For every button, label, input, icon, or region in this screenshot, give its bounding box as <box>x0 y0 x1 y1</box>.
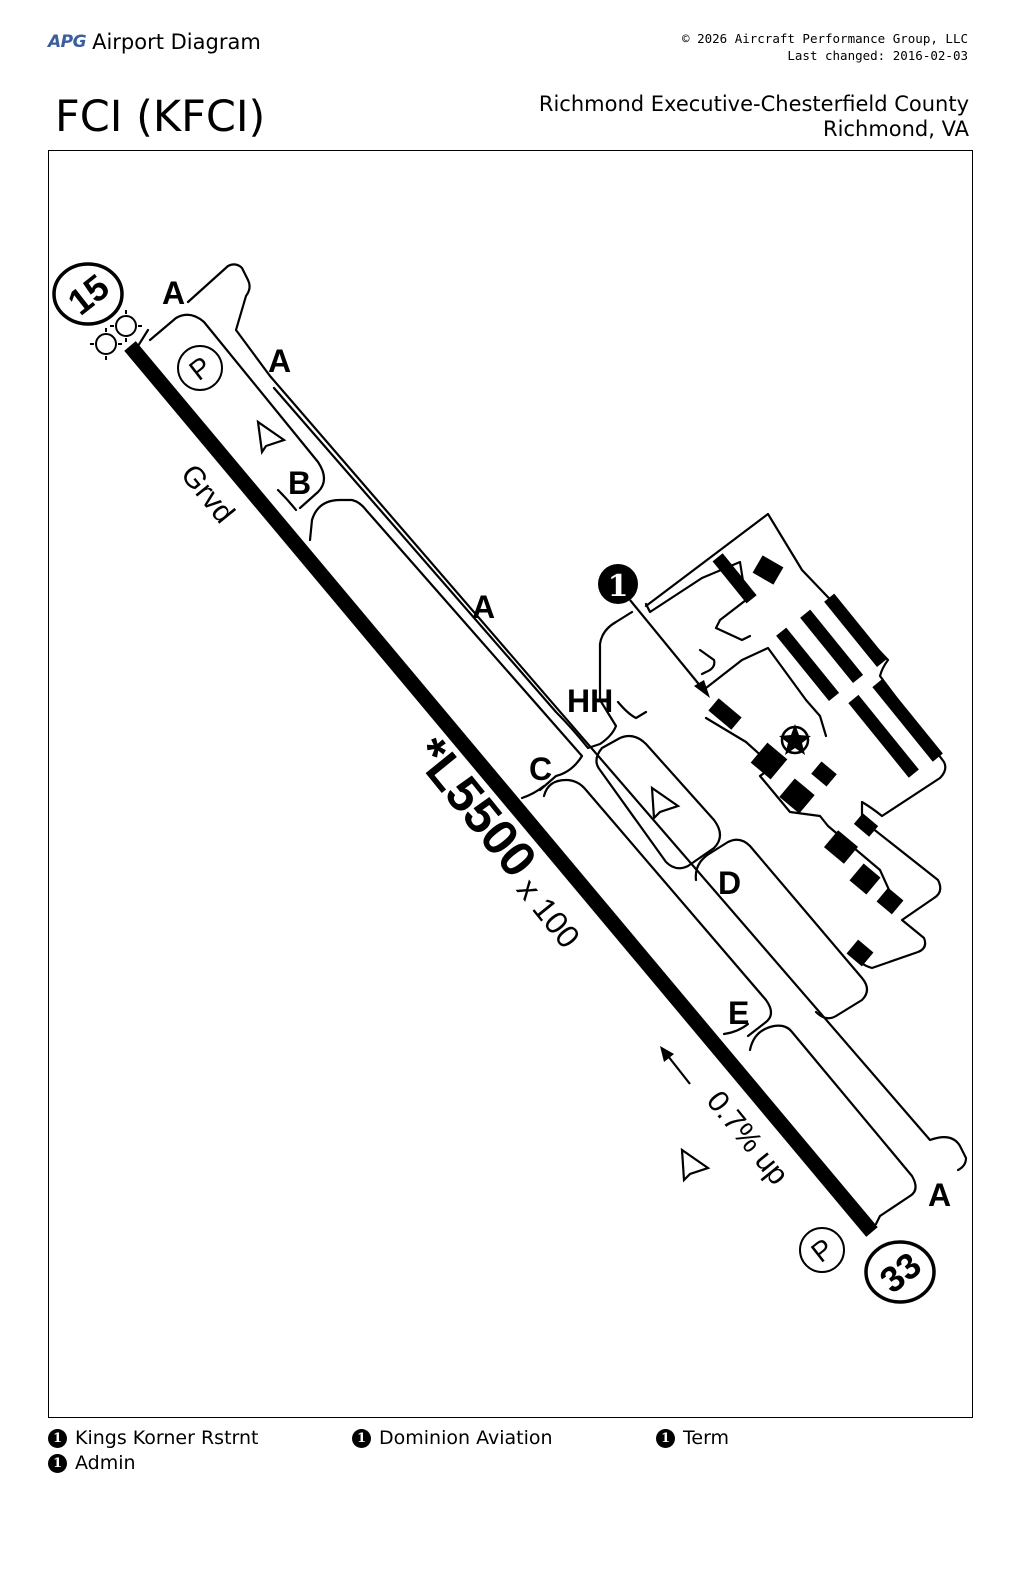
legend-label: Kings Korner Rstrnt <box>75 1427 259 1449</box>
infield-apron-cd <box>595 734 722 870</box>
taxiway-d-label: D <box>718 865 741 901</box>
last-changed: Last changed: 2016-02-03 <box>787 48 968 63</box>
legend-badge: 1 <box>48 1428 67 1448</box>
admin-block-3 <box>849 863 881 895</box>
runway-end-33-marker: 33 <box>864 1240 936 1304</box>
legend-badge: 1 <box>656 1428 675 1448</box>
apg-logo: APG <box>48 32 87 52</box>
ramp-buildings <box>708 553 943 967</box>
brand: APG Airport Diagram <box>48 30 261 54</box>
legend-item-admin: 1 Admin <box>48 1452 136 1474</box>
hangar-row-1 <box>776 627 840 702</box>
taxiway-segment-e-end <box>748 1024 917 1226</box>
callout-1-label: 1 <box>608 569 629 604</box>
hangar-row-2 <box>800 609 864 684</box>
slope-arrow <box>660 1046 691 1085</box>
copyright: © 2026 Aircraft Performance Group, LLC <box>682 31 968 46</box>
terminal-block-2 <box>779 778 815 814</box>
connector-e-curve <box>722 1022 750 1036</box>
taxiway-segment-c-e <box>542 778 773 1038</box>
callout-1: 1 <box>598 564 710 698</box>
legend-badge: 1 <box>48 1453 67 1473</box>
arrow-icon-slope <box>660 1046 674 1062</box>
hangar-1 <box>712 553 757 604</box>
taxiway-a-label-4: A <box>928 1177 951 1213</box>
taxiway-a-inner-edge <box>136 313 326 510</box>
admin-block-4 <box>876 887 904 915</box>
legend-item-fbo: 1 Dominion Aviation <box>352 1427 553 1449</box>
taxiway-a-label-3: A <box>472 589 495 625</box>
admin-block-2 <box>853 813 879 837</box>
hangar-row-4 <box>848 694 919 778</box>
taxiway-d-apron <box>694 838 869 1020</box>
taxiway-a-outer-edge <box>186 263 968 1172</box>
connector-b-curve <box>276 488 298 512</box>
legend-item-restaurant: 1 Kings Korner Rstrnt <box>48 1427 259 1449</box>
rotating-beacon-star-icon <box>779 724 811 755</box>
hangar-row-5 <box>872 678 943 762</box>
taxiway-b-label: B <box>288 465 311 501</box>
admin-block-5 <box>846 939 874 967</box>
diagram-frame <box>48 150 973 1418</box>
arrow-icon <box>694 680 710 698</box>
runway-slope-label: 0.7% up <box>700 1085 795 1191</box>
brand-title: Airport Diagram <box>92 30 261 54</box>
ramp-inner-a <box>698 646 828 738</box>
runway-15-33 <box>124 341 878 1237</box>
parking-north: P <box>177 345 223 391</box>
taxiway-e-label: E <box>728 995 749 1031</box>
hangar-2 <box>752 555 784 585</box>
taxiway-a-east-edge <box>272 386 634 750</box>
fbo-building <box>708 698 742 730</box>
legend-item-terminal: 1 Term <box>656 1427 729 1449</box>
taxiway-a-label-1: A <box>162 275 185 311</box>
taxiway-hh-label: HH <box>567 683 613 719</box>
legend-label: Dominion Aviation <box>379 1427 553 1449</box>
parking-south: P <box>799 1227 845 1273</box>
ramp-outline <box>644 512 947 970</box>
legend-label: Admin <box>75 1452 136 1474</box>
airport-name: Richmond Executive-Chesterfield County <box>538 92 969 116</box>
beacon-icon <box>90 310 142 360</box>
hangar-row-3 <box>824 593 888 668</box>
connector-c-curve <box>520 784 546 800</box>
terminal-block-1 <box>750 742 788 780</box>
taxiway-segment-b-c <box>308 498 584 792</box>
airport-city: Richmond, VA <box>823 117 969 141</box>
airport-code: FCI (KFCI) <box>55 92 266 142</box>
taxiway-a-label-2: A <box>268 343 291 379</box>
taxiway-hh-curve <box>616 700 648 720</box>
legend-badge: 1 <box>352 1428 371 1448</box>
legend-label: Term <box>683 1427 730 1449</box>
terminal-block-3 <box>811 761 837 787</box>
runway-end-15-marker: 15 <box>52 262 124 326</box>
taxiway-c-label: C <box>529 751 552 787</box>
windsock-icon <box>256 419 711 1183</box>
admin-block-1 <box>823 830 859 864</box>
